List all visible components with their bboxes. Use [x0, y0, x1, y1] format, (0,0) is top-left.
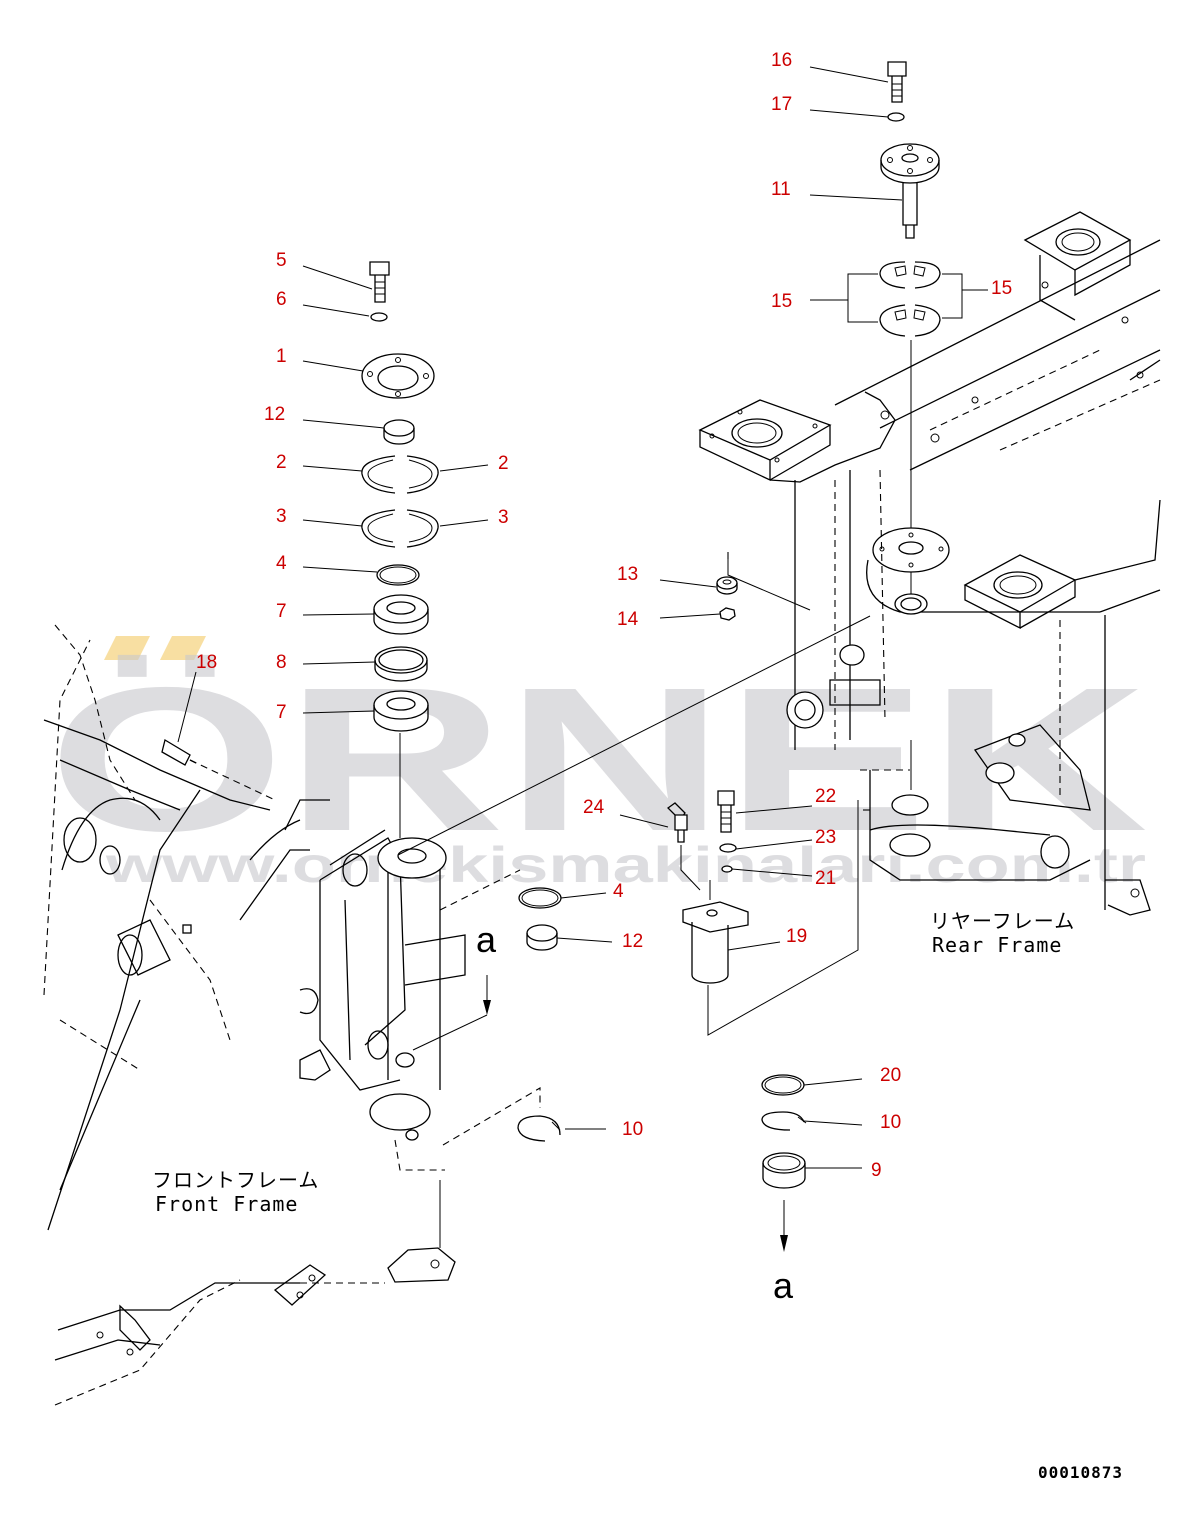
view-mark-top: a	[476, 919, 497, 960]
view-mark-bottom: a	[773, 1265, 794, 1306]
view-arrow-top	[412, 975, 491, 1051]
pin-axis-line	[397, 615, 871, 856]
label-part-6: 6	[276, 289, 287, 310]
label-part-3: 3	[498, 507, 509, 528]
rear-frame-drawing	[698, 211, 1161, 916]
label-part-4: 4	[613, 881, 624, 902]
watermark-url: www.ornekismakinalari.com.tr	[105, 837, 1146, 893]
label-part-7: 7	[276, 601, 287, 622]
label-part-7: 7	[276, 702, 287, 723]
label-part-3: 3	[276, 506, 287, 527]
label-part-24: 24	[583, 797, 605, 818]
left-lower-parts	[439, 869, 562, 1146]
rear-frame-caption-en: Rear Frame	[932, 933, 1062, 957]
pin-assembly-19-24	[666, 790, 859, 1036]
label-part-20: 20	[880, 1065, 901, 1086]
front-frame-caption-en: Front Frame	[155, 1192, 298, 1216]
watermark-accent-left	[104, 636, 150, 660]
left-parts-stack	[361, 261, 439, 838]
label-part-18: 18	[196, 652, 217, 673]
label-part-10: 10	[622, 1119, 643, 1140]
figure-code: 00010873	[1038, 1463, 1123, 1482]
watermark-brand: ÖRNEK	[48, 645, 1148, 874]
label-part-9: 9	[871, 1160, 882, 1181]
lower-right-parts	[761, 1074, 807, 1252]
watermark-accent-right	[160, 636, 206, 660]
label-part-23: 23	[815, 827, 836, 848]
label-part-19: 19	[786, 926, 807, 947]
label-part-1: 1	[276, 346, 287, 367]
front-frame-caption-jp: フロントフレーム	[152, 1168, 319, 1192]
watermark: ÖRNEK www.ornekismakinalari.com.tr	[48, 636, 1148, 893]
label-part-16: 16	[771, 50, 792, 71]
leader-lines	[177, 66, 988, 1169]
label-part-10: 10	[880, 1112, 901, 1133]
label-part-2: 2	[276, 452, 287, 473]
label-part-5: 5	[276, 250, 287, 271]
label-part-12: 12	[264, 404, 285, 425]
label-part-14: 14	[617, 609, 639, 630]
label-part-22: 22	[815, 786, 836, 807]
frame-captions: フロントフレーム Front Frame リヤーフレーム Rear Frame	[152, 909, 1075, 1216]
front-frame-drawing	[43, 624, 466, 1406]
label-part-21: 21	[815, 868, 836, 889]
label-part-8: 8	[276, 652, 287, 673]
nut-washer-13-14	[716, 552, 811, 621]
rear-frame-caption-jp: リヤーフレーム	[930, 909, 1075, 933]
label-part-11: 11	[771, 179, 791, 200]
label-part-13: 13	[617, 564, 638, 585]
label-part-12: 12	[622, 931, 643, 952]
grease-fitting-18	[161, 738, 197, 766]
label-part-4: 4	[276, 553, 287, 574]
label-part-15: 15	[991, 278, 1012, 299]
label-part-15: 15	[771, 291, 792, 312]
part-labels: 5 6 1 12 2 2 3 3 4 7 8 7 18 4 12 10 13 1…	[196, 50, 1012, 1181]
label-part-17: 17	[771, 94, 792, 115]
right-upper-stack	[879, 61, 941, 600]
label-part-2: 2	[498, 453, 509, 474]
